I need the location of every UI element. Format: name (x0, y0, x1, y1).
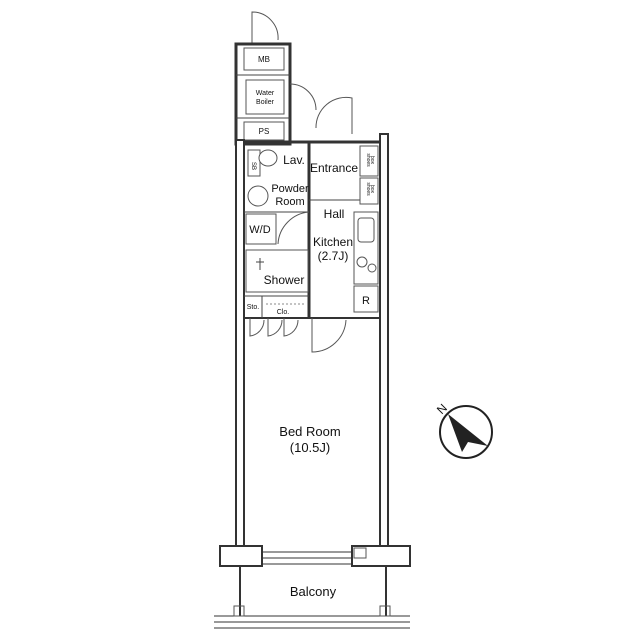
powder-room-door-arc (277, 211, 310, 245)
water-boiler-door-arc (289, 83, 317, 111)
closet-door-left (249, 318, 265, 337)
lav-label: Lav. (283, 153, 305, 167)
balcony (214, 566, 410, 629)
compass-arrow-icon (448, 414, 488, 452)
wd-area (245, 213, 277, 245)
bedroom-label-2: (10.5J) (290, 440, 330, 455)
left-wall (235, 139, 245, 551)
labels: MB Water Boiler PS Lav. SB Powder Room W… (247, 55, 375, 599)
wd-label: W/D (249, 224, 270, 236)
bedroom-door-arc (311, 318, 347, 353)
shoes-box-label-2: box (369, 156, 375, 165)
shoes-box-label-1: shoes (365, 153, 371, 167)
lav-sink (258, 149, 278, 167)
drain-left (233, 605, 245, 617)
compass: N (434, 401, 493, 459)
balcony-right-pier (351, 545, 411, 567)
shower-box (245, 249, 309, 293)
bedroom-bottom (219, 545, 411, 567)
balcony-label: Balcony (290, 584, 337, 599)
entrance-label: Entrance (310, 161, 358, 175)
clo-label: Clo. (277, 309, 290, 316)
ac-box (353, 547, 367, 559)
powder-room (244, 149, 310, 245)
stove-burner-1 (356, 256, 368, 268)
powder-room-label-1: Powder (271, 183, 309, 195)
mb-label: MB (258, 55, 270, 64)
hall-label: Hall (324, 207, 345, 221)
water-boiler-label-1: Water (256, 90, 275, 97)
shower-label: Shower (264, 273, 305, 287)
kitchen-sink (357, 217, 375, 243)
water-boiler-box (245, 79, 285, 115)
refrigerator-label: R (362, 295, 370, 307)
wd-box (245, 213, 277, 245)
kitchen-area (311, 211, 379, 353)
entrance-door-arc (315, 96, 353, 134)
refrigerator-box (353, 285, 379, 313)
ps-label: PS (259, 127, 270, 136)
powder-room-label-2: Room (275, 196, 304, 208)
sto-label: Sto. (247, 304, 260, 311)
ps-box (243, 121, 285, 141)
drain-right (379, 605, 391, 617)
shoes-box-2 (359, 177, 379, 205)
shoes-box-label-3: shoes (365, 182, 371, 196)
entrance-area (309, 145, 379, 205)
balcony-left-pier (219, 545, 263, 567)
kitchen-label-1: Kitchen (313, 235, 353, 249)
mb-box (243, 47, 285, 71)
stove-burner-2 (367, 263, 377, 273)
mb-door-arc (251, 11, 279, 44)
sb-label: SB (250, 162, 256, 170)
shoes-box-label-4: box (369, 185, 375, 194)
kitchen-label-2: (2.7J) (318, 249, 349, 263)
toilet-bowl (247, 185, 269, 207)
sb-cabinet (247, 149, 261, 177)
shower-area (245, 249, 309, 293)
utility-column (234, 11, 317, 146)
right-wall (379, 133, 389, 551)
closet-door-mid (267, 318, 283, 337)
closet-door-right (283, 318, 299, 337)
storage-area (244, 295, 309, 337)
water-boiler-label-2: Boiler (256, 99, 275, 106)
bedroom-label-1: Bed Room (279, 424, 340, 439)
shoes-box-1 (359, 145, 379, 177)
